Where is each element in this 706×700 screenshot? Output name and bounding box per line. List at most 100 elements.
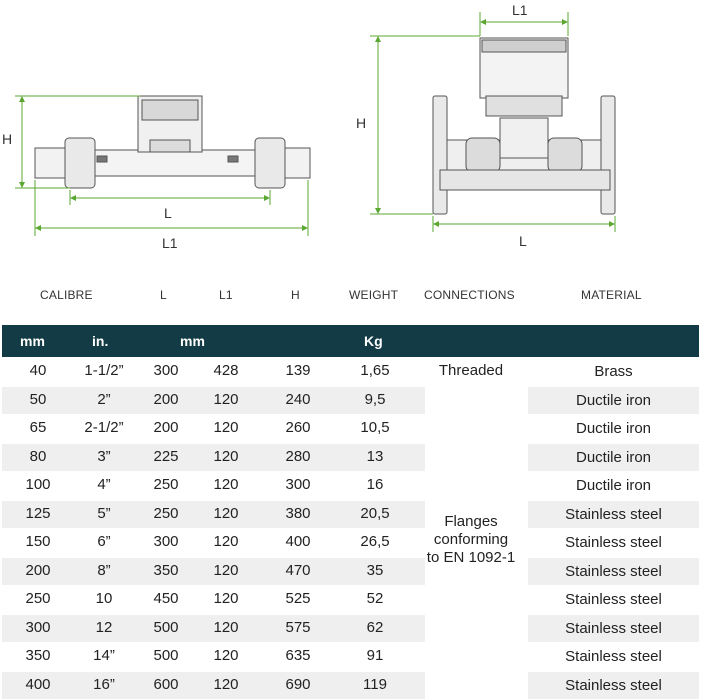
- cell-l: 250: [153, 504, 179, 522]
- dim-h-right: H: [356, 115, 367, 131]
- cell-kg: 10,5: [360, 419, 390, 436]
- cell-in: 16”: [93, 675, 115, 693]
- cell-h: 280: [285, 447, 311, 465]
- cell-material: Ductile iron: [528, 386, 699, 414]
- units-band: mm in. mm Kg: [2, 325, 699, 357]
- header-l1: L1: [219, 288, 233, 302]
- cell-l: 600: [153, 675, 179, 693]
- cell-l: 350: [153, 561, 179, 579]
- technical-drawings: [15, 12, 616, 236]
- unit-mm: mm: [20, 333, 45, 349]
- cell-l: 300: [153, 362, 179, 379]
- dim-l-left: L: [164, 205, 172, 221]
- cell-mm: 150: [25, 533, 51, 550]
- cell-h: 400: [285, 533, 311, 550]
- cell-l: 300: [153, 533, 179, 550]
- cell-l1: 120: [213, 561, 239, 579]
- header-material: MATERIAL: [581, 288, 642, 302]
- cell-mm: 300: [25, 618, 51, 636]
- cell-in: 2-1/2”: [84, 419, 124, 436]
- cell-h: 380: [285, 504, 311, 522]
- connection-flanges-line2: conforming: [433, 531, 509, 548]
- cell-l1: 120: [213, 390, 239, 408]
- cell-l: 500: [153, 618, 179, 636]
- header-l: L: [160, 288, 167, 302]
- cell-kg: 9,5: [364, 390, 386, 408]
- cell-material: Stainless steel: [565, 648, 662, 665]
- unit-mm-dimensions: mm: [180, 333, 205, 349]
- header-h: H: [291, 288, 300, 302]
- cell-mm: 80: [29, 447, 47, 465]
- cell-mm: 65: [29, 419, 47, 436]
- row-shade: [2, 500, 425, 528]
- cell-in: 4”: [97, 476, 111, 493]
- cell-material: Stainless steel: [565, 534, 662, 551]
- cell-h: 240: [285, 390, 311, 408]
- cell-h: 690: [285, 675, 311, 693]
- cell-in: 2”: [97, 390, 111, 408]
- cell-h: 260: [285, 419, 311, 436]
- cell-mm: 250: [25, 590, 51, 607]
- row-shade: [2, 386, 425, 414]
- cell-material: Stainless steel: [528, 671, 699, 699]
- dim-l-right: L: [519, 233, 527, 249]
- flanged-meter-drawing: [432, 37, 616, 215]
- cell-in: 10: [95, 590, 113, 607]
- connection-flanges-line1: Flanges: [444, 513, 498, 530]
- cell-l: 200: [153, 419, 179, 436]
- cell-l1: 120: [213, 504, 239, 522]
- row-shade: [2, 443, 425, 471]
- cell-mm: 50: [29, 390, 47, 408]
- cell-material: Ductile iron: [575, 477, 652, 494]
- cell-in: 12: [95, 618, 113, 636]
- cell-kg: 35: [366, 561, 384, 579]
- cell-h: 635: [285, 647, 311, 664]
- row-shade: [2, 614, 425, 642]
- connection-flanges-line3: to EN 1092-1: [426, 549, 516, 566]
- cell-h: 575: [285, 618, 311, 636]
- cell-mm: 200: [25, 561, 51, 579]
- cell-l1: 120: [213, 647, 239, 664]
- cell-mm: 125: [25, 504, 51, 522]
- cell-material: Ductile iron: [575, 420, 652, 437]
- cell-l1: 120: [213, 618, 239, 636]
- cell-l: 225: [153, 447, 179, 465]
- cell-material: Ductile iron: [528, 443, 699, 471]
- header-weight: WEIGHT: [349, 288, 399, 302]
- cell-h: 139: [285, 362, 311, 379]
- table-row: 400 16” 600 120 690 119: [2, 671, 699, 700]
- row-shade: [2, 557, 425, 585]
- cell-l1: 120: [213, 476, 239, 493]
- cell-kg: 52: [366, 590, 384, 607]
- cell-l: 500: [153, 647, 179, 664]
- cell-material: Stainless steel: [528, 557, 699, 585]
- cell-kg: 20,5: [360, 504, 390, 522]
- connection-threaded: Threaded: [438, 362, 504, 379]
- cell-mm: 40: [29, 362, 47, 379]
- dim-l1-left: L1: [162, 235, 178, 251]
- cell-material: Stainless steel: [565, 591, 662, 608]
- cell-h: 300: [285, 476, 311, 493]
- cell-kg: 26,5: [360, 533, 390, 550]
- cell-in: 8”: [97, 561, 111, 579]
- cell-kg: 91: [366, 647, 384, 664]
- cell-mm: 100: [25, 476, 51, 493]
- cell-l: 250: [153, 476, 179, 493]
- cell-material: Stainless steel: [528, 500, 699, 528]
- cell-kg: 119: [363, 675, 387, 693]
- cell-mm: 350: [25, 647, 51, 664]
- row-shade: [2, 671, 425, 699]
- cell-mm: 400: [25, 675, 51, 693]
- cell-l1: 428: [213, 362, 239, 379]
- cell-kg: 13: [366, 447, 384, 465]
- cell-l1: 120: [213, 675, 239, 693]
